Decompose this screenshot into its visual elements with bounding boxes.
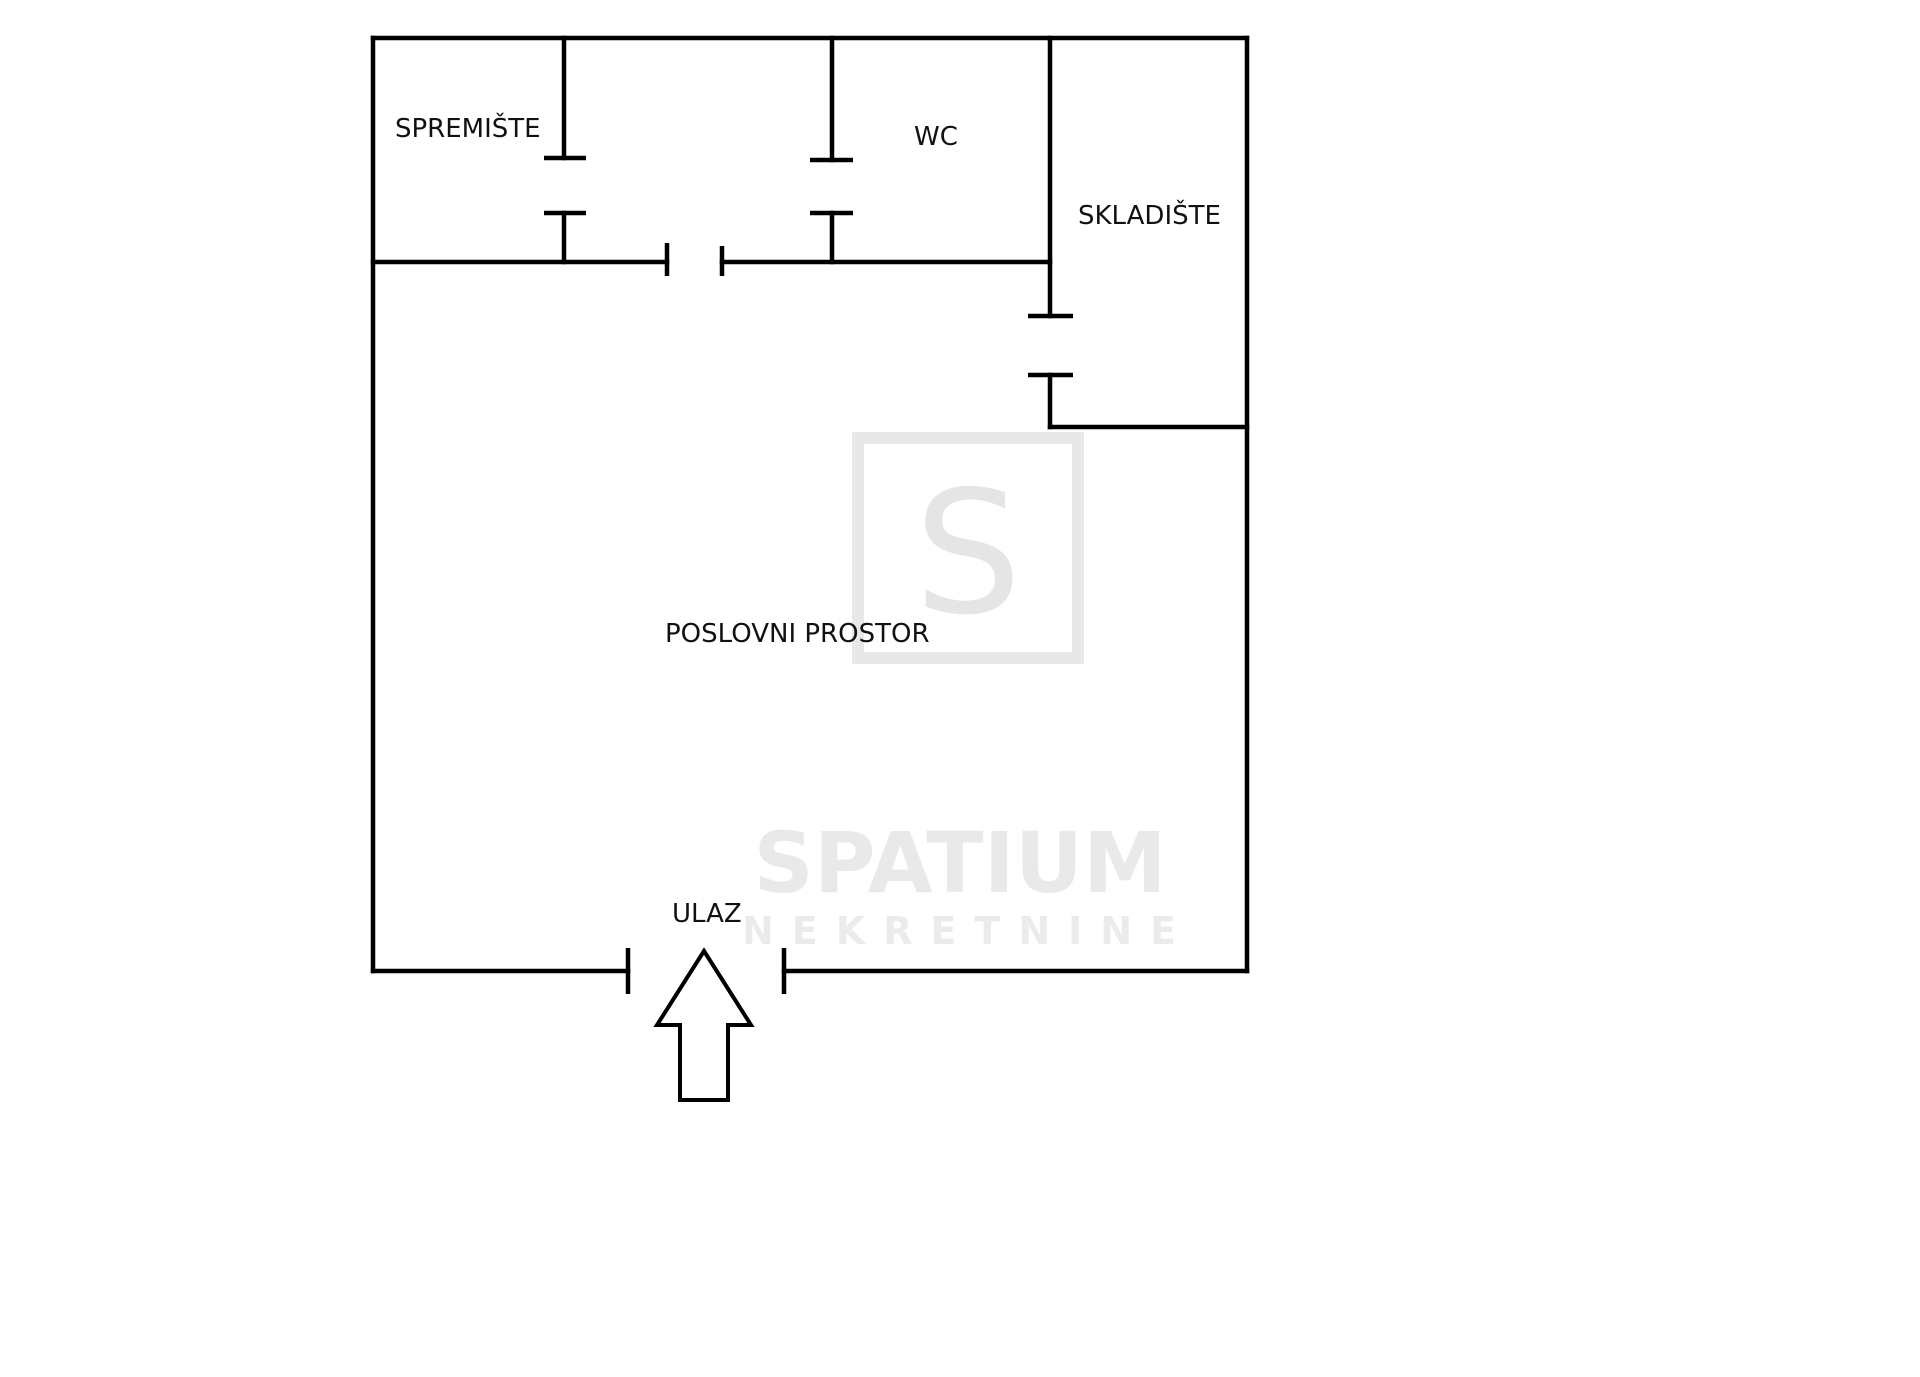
watermark-subtitle: NEKRETNINE	[742, 909, 1194, 953]
watermark: S SPATIUM NEKRETNINE	[742, 432, 1194, 953]
door-markers	[544, 155, 1073, 994]
entrance-arrow-icon	[653, 947, 755, 1102]
label-business-space: POSLOVNI PROSTOR	[665, 619, 930, 649]
outer-walls	[370, 35, 1250, 974]
watermark-logo-frame	[852, 432, 1084, 664]
label-entrance: ULAZ	[672, 899, 742, 929]
label-warehouse: SKLADIŠTE	[1078, 199, 1221, 231]
watermark-logo-letter: S	[914, 455, 1022, 653]
interior-walls	[370, 35, 1250, 430]
room-labels: SPREMIŠTE WC SKLADIŠTE POSLOVNI PROSTOR …	[395, 112, 1221, 929]
label-wc: WC	[914, 122, 958, 152]
label-storage-room: SPREMIŠTE	[395, 112, 541, 144]
watermark-brand: SPATIUM	[753, 814, 1166, 912]
